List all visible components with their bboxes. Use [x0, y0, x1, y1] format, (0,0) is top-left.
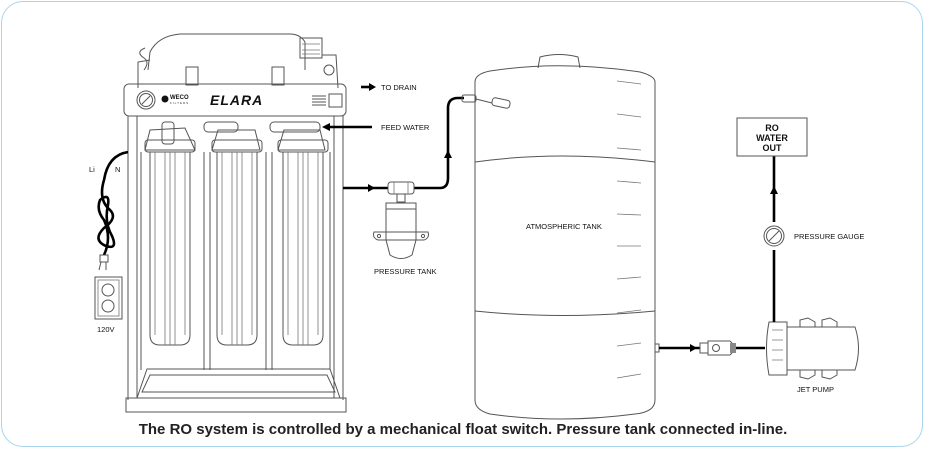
feed-arrow-icon: [322, 123, 330, 131]
label-neutral: N: [115, 165, 120, 174]
filter-heads: [144, 121, 329, 153]
label-water: WATER: [756, 133, 788, 143]
flow-arrow-icon: [444, 150, 452, 158]
label-feed-water: FEED WATER: [381, 123, 430, 132]
membrane-housing: [137, 33, 339, 89]
jet-pump: JET PUMP: [766, 317, 859, 394]
panel-gauge-icon: [136, 90, 156, 110]
atmospheric-tank: ATMOSPHERIC TANK: [474, 54, 660, 420]
label-pressure-gauge: PRESSURE GAUGE: [794, 232, 864, 241]
label-pressure-tank: PRESSURE TANK: [374, 267, 437, 276]
label-atmospheric-tank: ATMOSPHERIC TANK: [526, 222, 602, 231]
flow-arrow-icon: [368, 184, 375, 192]
check-valve: [699, 340, 736, 356]
pressure-gauge: PRESSURE GAUGE: [763, 225, 864, 247]
label-line: Li: [89, 165, 95, 174]
ro-unit: WECO FILTERS ELARA: [123, 33, 376, 413]
wall-outlet: 120V: [94, 276, 123, 334]
flow-arrow-icon: [770, 186, 778, 194]
base-tray: [125, 368, 347, 413]
control-panel: WECO FILTERS ELARA: [123, 83, 347, 117]
elara-logo: ELARA: [210, 92, 263, 108]
power-cord: Li N: [89, 150, 129, 271]
label-out: OUT: [763, 143, 783, 153]
panel-vent-icon: [312, 95, 326, 106]
float-switch: [461, 94, 511, 109]
pressure-tank: PRESSURE TANK: [373, 202, 437, 276]
weco-sub: FILTERS: [170, 101, 189, 105]
label-voltage: 120V: [97, 325, 115, 334]
filter-housings: [140, 152, 331, 370]
label-ro: RO: [765, 123, 779, 133]
tank-level-marks: [616, 80, 642, 379]
weco-logo: WECO: [170, 95, 189, 101]
drain-arrow-icon: [369, 83, 376, 91]
label-jet-pump: JET PUMP: [797, 385, 834, 394]
diagram-caption: The RO system is controlled by a mechani…: [138, 421, 788, 438]
tee-fitting: [387, 181, 415, 203]
panel-switch: [328, 93, 343, 108]
flow-arrow-icon: [690, 344, 697, 352]
weco-logo-icon: [161, 95, 169, 103]
label-to-drain: TO DRAIN: [381, 83, 417, 92]
ro-water-out-box: RO WATER OUT: [736, 117, 808, 157]
